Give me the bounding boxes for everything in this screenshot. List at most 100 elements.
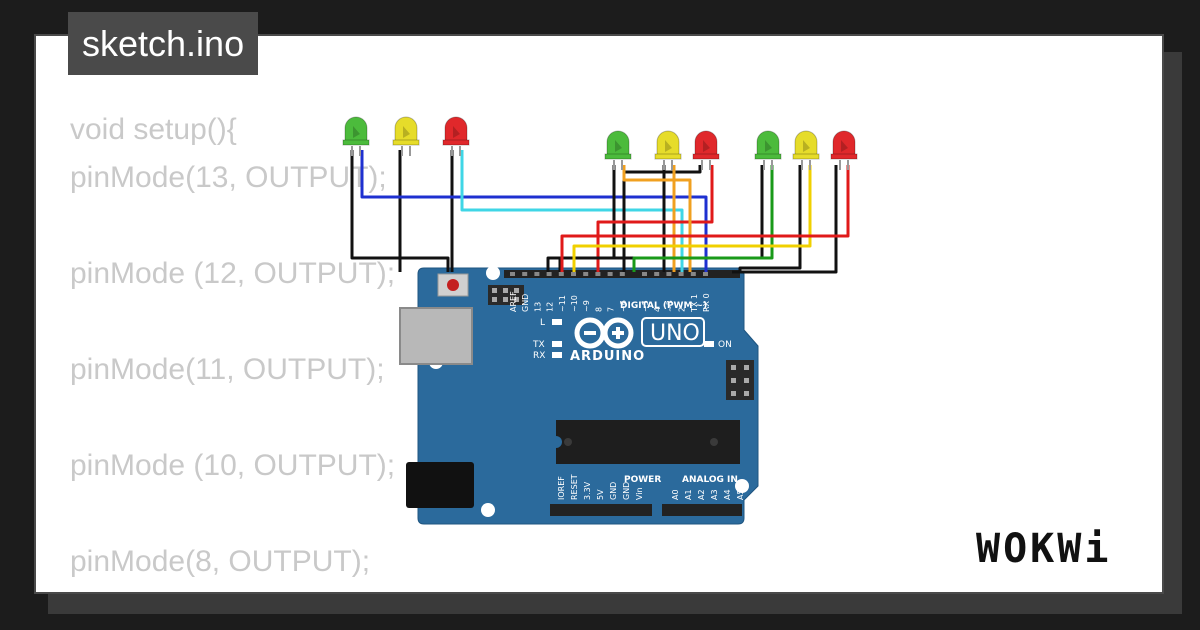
mounting-hole [481, 503, 495, 517]
atmega-chip [556, 420, 740, 464]
led-red[interactable] [830, 130, 858, 170]
board-model: UNO [650, 321, 700, 346]
header-pin[interactable] [583, 272, 589, 276]
header-pin[interactable] [595, 272, 601, 276]
reset-button-cap[interactable] [447, 279, 459, 291]
power-pin-label: IOREF [557, 476, 566, 500]
analog-label: ANALOG IN [682, 475, 738, 485]
led-yellow[interactable] [392, 116, 420, 156]
digital-pin-label: 12 [546, 302, 555, 312]
digital-pin-label: ~3 [665, 300, 674, 312]
led-red[interactable] [442, 116, 470, 156]
digital-pin-label: AREF [509, 291, 518, 312]
header-pin[interactable] [703, 272, 708, 276]
code-line: void setup(){ [70, 113, 237, 146]
code-editor[interactable]: void setup(){ pinMode(13, OUTPUT); pinMo… [70, 106, 395, 586]
header-pin[interactable] [558, 272, 564, 276]
header-pin[interactable] [666, 272, 672, 276]
led-l-indicator [552, 319, 562, 325]
led-green[interactable] [754, 130, 782, 170]
board-brand: ARDUINO [570, 349, 645, 364]
mounting-hole [735, 479, 749, 493]
analog-pin-label: A5 [736, 489, 745, 500]
power-pin-labels: IOREF RESET 3.3V 5V GND GND Vin [557, 474, 644, 500]
led-yellow[interactable] [792, 130, 820, 170]
code-line: pinMode(11, OUTPUT); [70, 353, 385, 386]
led-on-label: ON [718, 340, 732, 350]
code-line: pinMode(8, OUTPUT); [70, 545, 371, 578]
digital-label: DIGITAL (PWM ~) [620, 301, 707, 311]
digital-pin-label: ~10 [570, 295, 579, 312]
led-green[interactable] [342, 116, 370, 156]
digital-pin-label: 2 [678, 307, 687, 312]
digital-pin-label: 4 [653, 307, 662, 312]
led-tx-indicator [552, 341, 562, 347]
led-tx-label: TX [532, 340, 545, 350]
header-pin[interactable] [510, 272, 515, 276]
led-red[interactable] [692, 130, 720, 170]
digital-pin-label: 13 [533, 302, 542, 312]
header-pin[interactable] [678, 272, 684, 276]
power-pin-label: 3.3V [583, 481, 592, 500]
analog-pin-label: A0 [671, 489, 680, 500]
digital-pin-label: ~9 [582, 300, 591, 312]
icsp-header-right [726, 360, 754, 400]
power-pin-label: 5V [596, 489, 605, 500]
uno-badge [641, 317, 705, 347]
digital-pin-label: GND [521, 294, 530, 312]
led-rx-indicator [552, 352, 562, 358]
header-pin[interactable] [571, 272, 576, 276]
mounting-hole [486, 266, 500, 280]
wire-yellow [572, 165, 812, 272]
header-pin[interactable] [619, 272, 625, 276]
digital-pin-label: 8 [594, 307, 603, 312]
wire-green [632, 165, 774, 272]
analog-pin-header[interactable] [662, 504, 742, 516]
power-pin-label: Vin [635, 487, 644, 500]
arduino-logo-icon [574, 317, 634, 349]
wire-black [738, 165, 802, 272]
code-line: pinMode (12, OUTPUT); [70, 257, 396, 290]
header-pin[interactable] [654, 272, 660, 276]
power-jack [406, 462, 474, 508]
code-line: pinMode (10, OUTPUT); [70, 449, 396, 482]
wire-black [546, 165, 616, 272]
digital-pin-label: RX 0 [702, 293, 711, 312]
analog-pin-label: A4 [723, 489, 732, 500]
led-l-label: L [540, 318, 545, 328]
header-pin[interactable] [642, 272, 647, 276]
led-on-indicator [704, 341, 714, 347]
led-rx-label: RX [533, 351, 545, 361]
wires[interactable] [350, 150, 850, 274]
led-yellow[interactable] [654, 130, 682, 170]
led-green[interactable] [604, 130, 632, 170]
digital-pin-header[interactable] [504, 270, 740, 278]
code-line: pinMode(13, OUTPUT); [70, 161, 387, 194]
power-pin-label: RESET [570, 474, 579, 500]
power-pin-label: GND [609, 482, 618, 500]
digital-pin-label: ~11 [558, 295, 567, 312]
wire-black [732, 165, 838, 274]
digital-pin-label: ~5 [641, 300, 650, 312]
digital-pin-label: 7 [607, 307, 616, 312]
led-array[interactable] [342, 116, 858, 170]
header-pin[interactable] [690, 272, 696, 276]
analog-pin-label: A1 [684, 489, 693, 500]
usb-port [399, 307, 473, 365]
header-pin[interactable] [534, 272, 540, 276]
header-pin[interactable] [607, 272, 613, 276]
power-pin-header[interactable] [550, 504, 652, 516]
wire-orange [622, 165, 692, 272]
file-tab-title[interactable]: sketch.ino [68, 12, 259, 75]
header-pin[interactable] [546, 272, 552, 276]
analog-pin-label: A2 [697, 489, 706, 500]
header-pin[interactable] [522, 272, 528, 276]
icsp-header [488, 285, 524, 305]
power-pin-label: GND [622, 482, 631, 500]
digital-pin-label: ~6 [619, 300, 628, 312]
wire-cyan [460, 150, 684, 272]
